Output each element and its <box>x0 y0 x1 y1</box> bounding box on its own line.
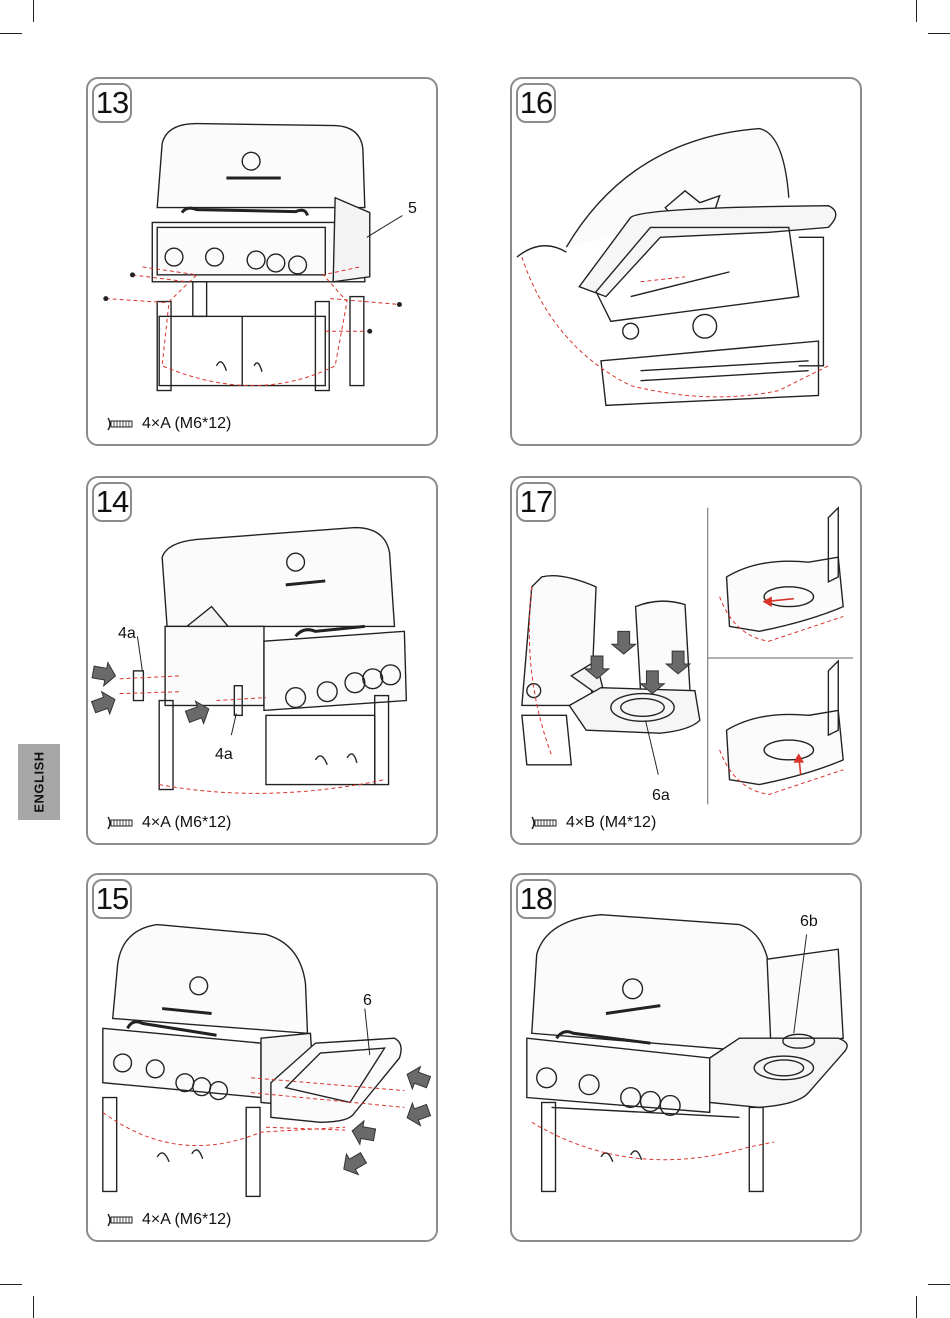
grill-illustration <box>88 875 436 1240</box>
hardware-caption: 4×A (M6*12) <box>106 414 231 434</box>
grill-illustration <box>512 478 860 843</box>
step-panel-17: 17 <box>510 476 862 845</box>
screw-icon <box>106 816 134 830</box>
part-label: 5 <box>408 200 417 218</box>
part-label: 6a <box>652 787 670 805</box>
caption-text: 4×B (M4*12) <box>566 814 656 832</box>
caption-text: 4×A (M6*12) <box>142 415 231 433</box>
hardware-caption: 4×A (M6*12) <box>106 813 231 833</box>
step-panel-18: 18 6b <box>510 873 862 1242</box>
screw-icon <box>106 417 134 431</box>
hardware-caption: 4×B (M4*12) <box>530 813 656 833</box>
crop-mark <box>0 33 22 34</box>
screw-icon <box>106 1213 134 1227</box>
step-panel-14: 14 <box>86 476 438 845</box>
grill-illustration <box>512 79 860 444</box>
crop-mark <box>916 0 917 22</box>
crop-mark <box>928 1284 950 1285</box>
hardware-caption: 4×A (M6*12) <box>106 1210 231 1230</box>
crop-mark <box>33 1296 34 1318</box>
language-tab-label: ENGLISH <box>32 751 47 812</box>
step-panel-13: 13 5 <box>86 77 438 446</box>
crop-mark <box>33 0 34 22</box>
grill-illustration <box>88 478 436 843</box>
crop-mark <box>0 1284 22 1285</box>
caption-text: 4×A (M6*12) <box>142 1211 231 1229</box>
crop-mark <box>916 1296 917 1318</box>
step-panel-16: 16 <box>510 77 862 446</box>
part-label: 4a <box>215 746 233 764</box>
part-label: 4a <box>118 625 136 643</box>
part-label: 6 <box>363 992 372 1010</box>
language-tab: ENGLISH <box>18 744 60 820</box>
caption-text: 4×A (M6*12) <box>142 814 231 832</box>
grill-illustration <box>88 79 436 444</box>
part-label: 6b <box>800 913 818 931</box>
step-panel-15: 15 6 <box>86 873 438 1242</box>
screw-icon <box>530 816 558 830</box>
crop-mark <box>928 33 950 34</box>
